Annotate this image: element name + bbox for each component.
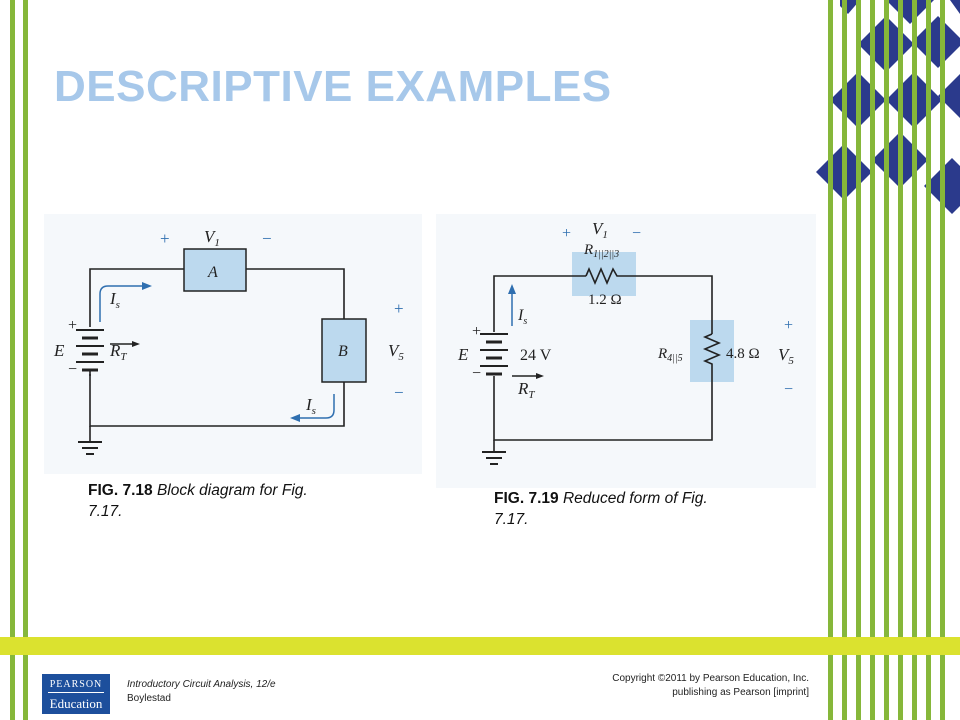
block-b-label: B <box>338 343 348 360</box>
pearson-logo: PEARSON Education <box>42 674 110 714</box>
battery-plus: + <box>472 323 481 340</box>
rt-arrowhead <box>536 373 544 379</box>
r123-value: 1.2 Ω <box>588 292 622 308</box>
book-title: Introductory Circuit Analysis, 12/e <box>127 679 276 690</box>
book-author: Boylestad <box>127 693 171 704</box>
v5-minus: − <box>784 381 793 398</box>
decorative-pattern <box>816 0 960 720</box>
v5-minus: − <box>394 383 404 402</box>
r123-label: R1||2||3 <box>583 242 619 260</box>
v1-label: V1 <box>592 219 608 241</box>
caption-text: Block diagram for Fig. 7.17. <box>88 482 308 520</box>
footer-copyright: Copyright ©2011 by Pearson Education, In… <box>578 672 809 700</box>
rt-label: RT <box>109 341 127 363</box>
caption-number: FIG. 7.19 <box>494 490 559 507</box>
copyright-line-2: publishing as Pearson [imprint] <box>672 687 809 698</box>
is-top-label: Is <box>109 289 120 311</box>
r45-label: R4||5 <box>657 346 683 364</box>
e-value: 24 V <box>520 347 552 364</box>
figure-7-19: + V1 − R1||2||3 1.2 Ω + E 24 V − Is RT R… <box>436 214 816 488</box>
v1-minus: − <box>262 229 272 248</box>
block-diagram: + V1 − A B + E RT − Is Is + V5 − <box>53 227 404 455</box>
resistor-r123 <box>585 266 620 286</box>
current-arrowhead <box>508 284 516 294</box>
caption-fig-7-19: FIG. 7.19 Reduced form of Fig. 7.17. <box>494 488 734 530</box>
ground-symbol <box>78 441 102 455</box>
v5-label: V5 <box>388 341 404 363</box>
current-arrowhead-top <box>142 282 152 290</box>
e-label: E <box>53 341 65 360</box>
wires <box>89 268 345 442</box>
r45-value: 4.8 Ω <box>726 346 760 362</box>
v5-plus: + <box>394 299 404 318</box>
wires <box>493 275 713 452</box>
current-arrow-top <box>99 285 142 322</box>
is-bottom-label: Is <box>305 395 316 417</box>
footer-band <box>0 637 960 655</box>
battery-e <box>480 333 508 376</box>
v5-plus: + <box>784 317 793 334</box>
battery-minus: − <box>68 361 77 378</box>
block-a-label: A <box>207 264 218 281</box>
resistor-r45 <box>702 333 722 366</box>
logo-line-2: Education <box>49 696 103 711</box>
footer-book-info: Introductory Circuit Analysis, 12/e Boyl… <box>127 678 276 706</box>
caption-number: FIG. 7.18 <box>88 482 153 499</box>
battery-plus: + <box>68 317 77 334</box>
v1-minus: − <box>632 225 641 242</box>
left-stripe <box>23 0 28 720</box>
reduced-circuit: + V1 − R1||2||3 1.2 Ω + E 24 V − Is RT R… <box>457 219 794 465</box>
caption-text: Reduced form of Fig. 7.17. <box>494 490 708 528</box>
v5-label: V5 <box>778 345 794 367</box>
is-label: Is <box>517 307 527 327</box>
caption-fig-7-18: FIG. 7.18 Block diagram for Fig. 7.17. <box>88 480 328 522</box>
slide-title: DESCRIPTIVE EXAMPLES <box>54 62 612 111</box>
battery-minus: − <box>472 365 481 382</box>
logo-line-1: PEARSON <box>48 674 104 693</box>
current-arrow-bottom <box>300 394 335 419</box>
battery-e <box>76 329 104 376</box>
rt-arrowhead <box>132 341 140 347</box>
v1-plus: + <box>562 225 571 242</box>
e-label: E <box>457 345 469 364</box>
v1-plus: + <box>160 229 170 248</box>
block-b <box>321 318 367 383</box>
current-arrowhead-bottom <box>290 414 300 422</box>
rt-label: RT <box>517 379 535 401</box>
figure-7-18: + V1 − A B + E RT − Is Is + V5 − <box>44 214 422 474</box>
copyright-line-1: Copyright ©2011 by Pearson Education, In… <box>612 673 809 684</box>
ground-symbol <box>482 451 506 465</box>
left-stripe <box>10 0 15 720</box>
vertical-stripes <box>828 0 945 720</box>
block-a <box>183 248 247 292</box>
v1-label: V1 <box>204 227 220 249</box>
